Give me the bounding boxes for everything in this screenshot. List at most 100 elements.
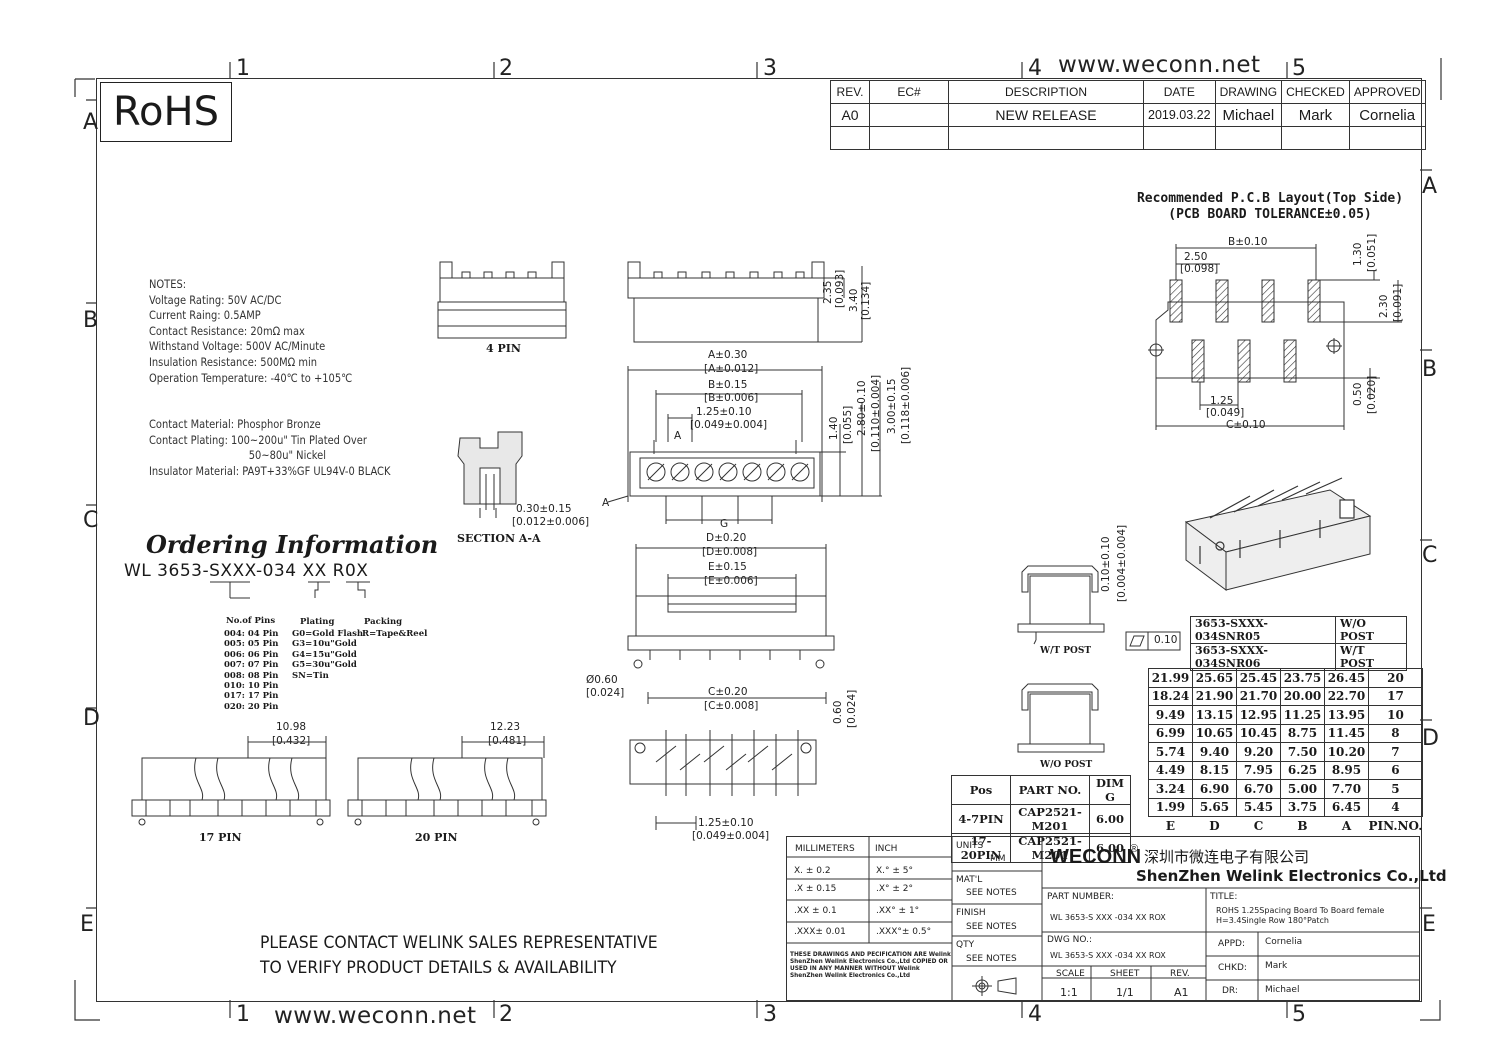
dim-table-cell: 13.95 (1324, 705, 1369, 725)
pin-option: 006: 06 Pin (224, 649, 279, 660)
dim-table-cell: 6.45 (1324, 797, 1369, 817)
section-view (457, 431, 523, 518)
tb-scale-value: 1:1 (1060, 986, 1078, 999)
front-side-view (627, 261, 863, 343)
ec-value (869, 103, 949, 127)
flatness-symbol (1125, 631, 1181, 651)
pcb-dim-1-25: 1.25 (1210, 395, 1234, 407)
zone-col-2: 2 (499, 56, 513, 81)
bottom-top-view (629, 730, 817, 830)
dim-a: A±0.30 (708, 349, 748, 361)
dim-table-cell: 25.65 (1192, 668, 1237, 688)
dim-a-in: [A±0.012] (704, 363, 759, 375)
website-url-top[interactable]: www.weconn.net (1058, 52, 1261, 78)
pin-option: 004: 04 Pin (224, 629, 279, 639)
dim-b-in: [B±0.006] (704, 392, 759, 404)
approved-header: APPROVED (1348, 80, 1426, 104)
dim-3-00: 3.00±0.15 (886, 378, 898, 434)
ordering-leaders (210, 581, 370, 599)
website-url-bottom[interactable]: www.weconn.net (274, 1003, 477, 1029)
rohs-logo: RoHS (100, 82, 232, 142)
pcb-dim-2-50: 2.50 (1184, 251, 1208, 263)
dim-2-80-in: [0.110±0.004] (870, 374, 882, 452)
title-block-grid (786, 836, 1420, 1001)
zone-row-d-right: D (1422, 726, 1439, 751)
drawing-value: Michael (1214, 103, 1283, 127)
variant-post: W/O POST (1335, 616, 1407, 644)
contact-line2: TO VERIFY PRODUCT DETAILS & AVAILABILITY (260, 958, 617, 978)
notes-line: Contact Plating: 100~200u" Tin Plated Ov… (149, 432, 367, 447)
dim-table-cell: 25.45 (1236, 668, 1281, 688)
pin-option: 017: 17 Pin (224, 691, 279, 702)
tb-part-label: PART NUMBER: (1047, 892, 1114, 902)
drawing-header: DRAWING (1214, 80, 1283, 104)
tb-title-label: TITLE: (1210, 892, 1238, 902)
tb-sheet-label: SHEET (1110, 969, 1140, 979)
post-dim: 0.10±0.10 (1100, 536, 1112, 592)
wo-post-view (1017, 683, 1105, 753)
zone-row-c-right: C (1422, 543, 1438, 568)
dim-table-cell: 21.90 (1192, 686, 1237, 706)
notes-line: Voltage Rating: 50V AC/DC (149, 292, 282, 307)
tb-dwg-value: WL 3653-S XXX -034 XX ROX (1050, 951, 1166, 960)
tb-reg-mark: ® (1130, 843, 1139, 855)
dim-pitch: 1.25±0.10 (696, 406, 752, 418)
twenty-pin-view (347, 736, 547, 826)
variant-part: 3653-SXXX-034SNR06 (1190, 643, 1336, 671)
dim-table-cell: 7.95 (1236, 760, 1281, 780)
tb-scale-label: SCALE (1056, 969, 1085, 979)
dimg-header: DIM G (1089, 775, 1131, 805)
dim-g: G (720, 518, 729, 530)
checked-value: Mark (1281, 103, 1350, 127)
dim-table-cell: 5.74 (1148, 742, 1193, 762)
dim-table-cell: 3.24 (1148, 779, 1193, 799)
dim-table-cell: 6.70 (1236, 779, 1281, 799)
post-variant-table: 3653-SXXX-034SNR05 W/O POST 3653-SXXX-03… (1190, 616, 1407, 671)
dim-0-60-in: [0.024] (846, 689, 858, 728)
dim-2-35: 2.35 (822, 280, 834, 304)
dim-table-cell: 5 (1368, 779, 1423, 799)
flatness-value: 0.10 (1154, 634, 1178, 646)
notes-block: NOTES: Voltage Rating: 50V AC/DC Current… (149, 277, 390, 480)
pcb-title-line1: Recommended P.C.B Layout(Top Side) (1136, 191, 1404, 206)
tb-sheet-value: 1/1 (1116, 986, 1134, 999)
tb-disclaimer: THESE DRAWINGS AND PECIFICATION ARE Weli… (790, 952, 951, 979)
dim-table-cell: 20.00 (1280, 686, 1325, 706)
dim-10-98-in: [0.432] (272, 735, 311, 747)
notes-line: Insulation Resistance: 500MΩ min (149, 354, 318, 369)
dim-table-cell: 5.45 (1236, 797, 1281, 817)
col-d: D (1209, 818, 1220, 833)
pin-option: 010: 10 Pin (224, 681, 279, 692)
packing-title: Packing (364, 617, 403, 627)
dim-e: E±0.15 (708, 561, 747, 573)
zone-row-b: B (83, 308, 99, 333)
dim-table-cell: 23.75 (1280, 668, 1325, 688)
pins-title: No.of Pins (226, 616, 276, 626)
dim-table-cell: 26.45 (1324, 668, 1369, 688)
twenty-pin-label: 20 PIN (415, 831, 458, 844)
dim-1-40-in: [0.055] (842, 405, 854, 444)
ordering-title: Ordering Information (146, 530, 439, 559)
parts-table: Pos PART NO. DIM G 4-7PIN CAP2521-M201 6… (951, 775, 1131, 863)
date-value: 2019.03.22 (1143, 103, 1216, 127)
dim-table-cell: 7.70 (1324, 779, 1369, 799)
post-dim-in: [0.004±0.004] (1116, 524, 1128, 602)
dim-table-cell: 7.50 (1280, 742, 1325, 762)
description-header: DESCRIPTION (948, 80, 1144, 104)
dim-10-98: 10.98 (276, 721, 307, 733)
pcb-dim-0-50: 0.50 (1352, 382, 1364, 406)
dimg-cell: 6.00 (1089, 804, 1131, 834)
tb-tol-in: X.° ± 5° (876, 866, 914, 876)
dim-3-00-in: [0.118±0.006] (900, 366, 912, 444)
notes-line: Operation Temperature: -40℃ to +105℃ (149, 370, 353, 385)
bottom-side-view (627, 544, 835, 669)
dim-table-cell: 8.15 (1192, 760, 1237, 780)
